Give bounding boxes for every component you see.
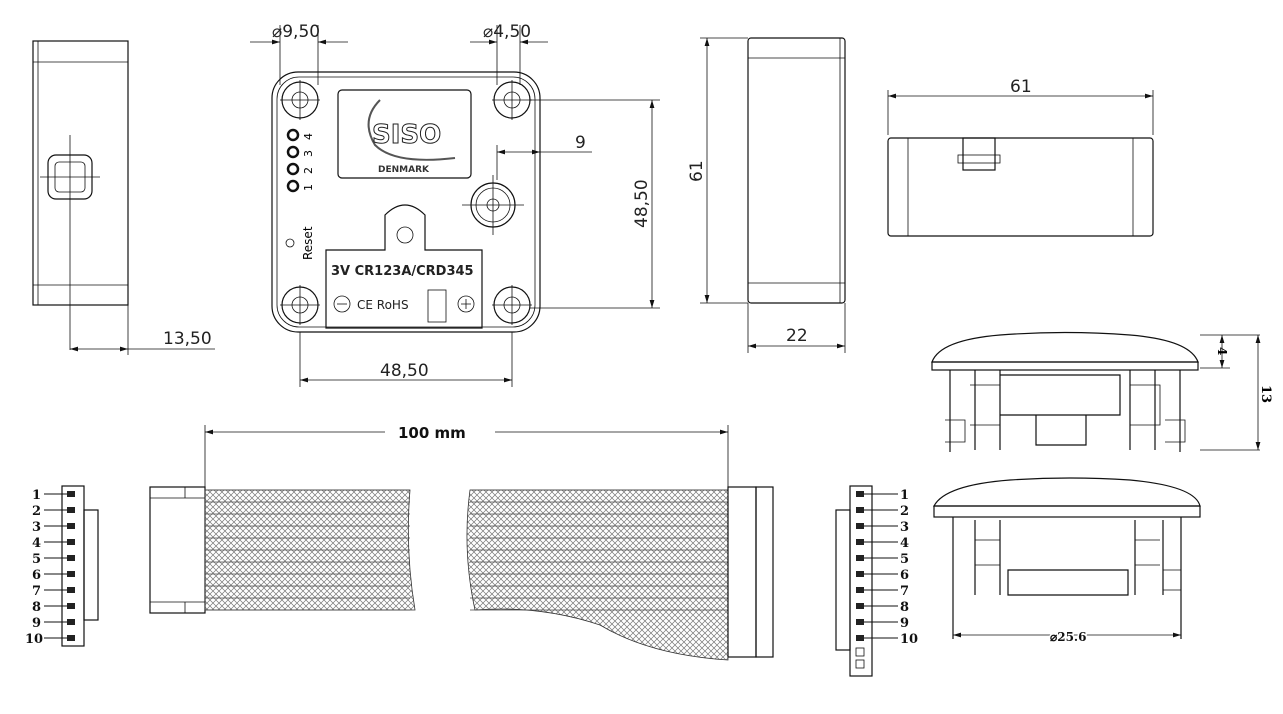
ribbon-cable: 100 mm <box>149 424 774 661</box>
pin-label: 9 <box>900 616 909 631</box>
pin-label: 5 <box>900 552 909 567</box>
top-view: 61 <box>887 77 1154 237</box>
pin-slot <box>855 659 865 669</box>
pin-label: 10 <box>25 632 43 647</box>
pin-contact <box>856 635 864 641</box>
cap-view-top: 4 13 <box>931 331 1273 452</box>
pin-label: 4 <box>32 536 41 551</box>
pin-label: 3 <box>32 520 41 535</box>
front-view: SISO DENMARK 1 2 3 4 Reset 3V CR123A/CRD… <box>250 22 660 387</box>
pin-contact <box>856 507 864 513</box>
pin-contact <box>67 619 75 625</box>
pin-label: 1 <box>32 488 41 503</box>
pin-label: 9 <box>32 616 41 631</box>
battery-label: 3V CR123A/CRD345 <box>331 264 474 279</box>
pin-label: 5 <box>32 552 41 567</box>
pin-contact <box>67 555 75 561</box>
pin-label: 7 <box>900 584 909 599</box>
dim-width-side: 22 <box>786 326 808 346</box>
pin-label: 1 <box>900 488 909 503</box>
dim-knob-offset: 9 <box>575 133 586 153</box>
pin-contact <box>67 523 75 529</box>
led-label: 2 <box>302 167 315 174</box>
dim-side-depth: 13,50 <box>163 329 212 349</box>
pin-label: 4 <box>900 536 909 551</box>
side-view-left: 13,50 <box>32 40 215 355</box>
pin-label: 2 <box>900 504 909 519</box>
battery-cover: 3V CR123A/CRD345 CE RoHS <box>325 204 483 329</box>
pin-label: 2 <box>32 504 41 519</box>
reset-label: Reset <box>301 226 315 260</box>
pin-label: 6 <box>32 568 41 583</box>
certification-label: CE RoHS <box>357 298 409 312</box>
dim-hole-large: ⌀9,50 <box>272 22 320 42</box>
mount-holes <box>280 80 532 325</box>
pin-contact <box>856 619 864 625</box>
pin-label: 8 <box>900 600 909 615</box>
logo-text: SISO <box>372 120 441 150</box>
pin-label: 7 <box>32 584 41 599</box>
reset-button[interactable] <box>285 238 295 248</box>
pin-contact <box>67 587 75 593</box>
pin-contact <box>67 539 75 545</box>
side-view-right: 61 22 <box>687 37 846 353</box>
pin-contact <box>856 491 864 497</box>
dim-hole-spacing-h: 48,50 <box>380 361 429 381</box>
pin-contact <box>856 539 864 545</box>
pin-slot <box>855 647 865 657</box>
dim-width-top: 61 <box>1010 77 1032 97</box>
pin-contact <box>856 603 864 609</box>
pin-contact <box>67 635 75 641</box>
pin-contact <box>67 507 75 513</box>
dim-hole-small: ⌀4,50 <box>483 22 531 42</box>
pin-contact <box>856 587 864 593</box>
led-label: 3 <box>302 150 315 157</box>
logo-subtext: DENMARK <box>378 165 430 175</box>
pin-label: 6 <box>900 568 909 583</box>
cable-wires <box>205 489 728 611</box>
pin-label: 10 <box>900 632 918 647</box>
pin-contact <box>67 603 75 609</box>
pin-contact <box>67 491 75 497</box>
dim-cap-top: 4 <box>1215 347 1229 355</box>
pin-contact <box>856 555 864 561</box>
pin-contact <box>856 571 864 577</box>
led-label: 1 <box>302 184 315 191</box>
pin-contact <box>856 523 864 529</box>
cap-view-side: ⌀25.6 <box>933 477 1201 646</box>
led-label: 4 <box>302 133 315 140</box>
pin-label: 3 <box>900 520 909 535</box>
pin-contact <box>67 571 75 577</box>
dim-cap-height: 13 <box>1258 385 1273 403</box>
led-indicators: 1 2 3 4 <box>286 128 315 193</box>
dim-hole-spacing-v: 48,50 <box>632 179 652 228</box>
dim-height: 61 <box>687 160 707 182</box>
pin-label: 8 <box>32 600 41 615</box>
knob <box>462 175 524 235</box>
dim-cable-length: 100 mm <box>398 424 466 442</box>
dim-cap-diameter: ⌀25.6 <box>1050 630 1086 644</box>
